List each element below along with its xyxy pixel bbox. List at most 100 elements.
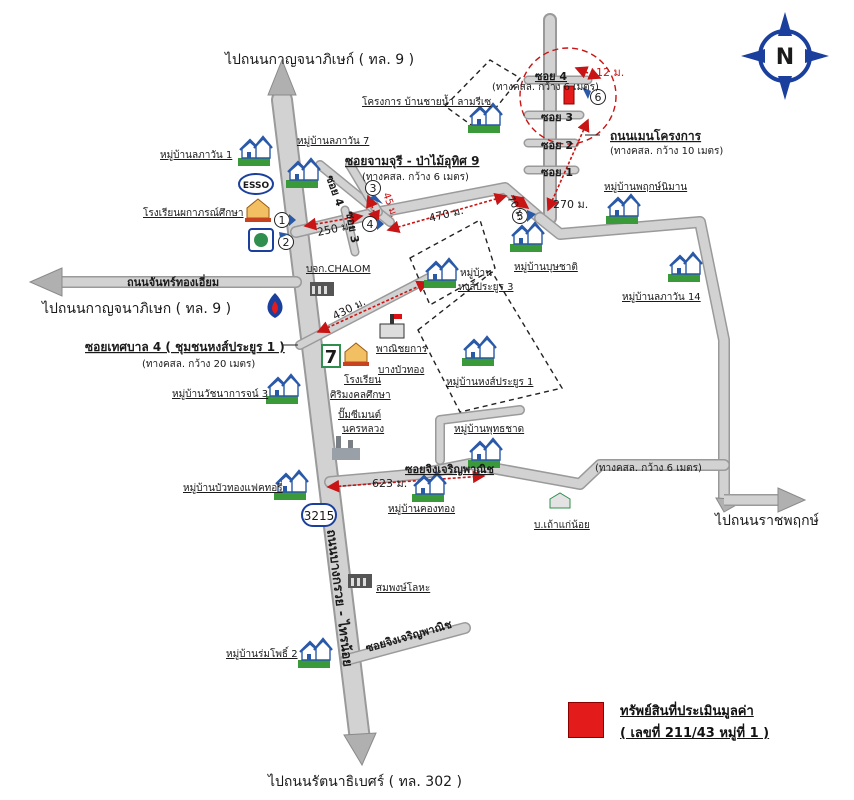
svg-text:ซอย 2: ซอย 2 (541, 139, 573, 152)
svg-text:หมู่บ้านลภาวัน 14: หมู่บ้านลภาวัน 14 (622, 291, 701, 303)
house-icon (296, 637, 334, 670)
house-icon (264, 373, 302, 406)
marker-1: 1 (274, 212, 296, 228)
svg-text:(ทางคสล. กว้าง 20 เมตร): (ทางคสล. กว้าง 20 เมตร) (142, 358, 255, 370)
svg-text:ซอย 3: ซอย 3 (541, 111, 573, 124)
factory-icon (310, 282, 334, 296)
marker-6: 6 (582, 87, 606, 105)
svg-text:3: 3 (370, 182, 377, 195)
legend: ทรัพย์สินที่ประเมินมูลค่า ( เลขที่ 211/4… (568, 700, 828, 750)
factory-icon (348, 574, 372, 588)
svg-text:7: 7 (325, 347, 338, 368)
left-arrow-label: ไปถนนกาญจนาภิเษก ( ทล. 9 ) (41, 300, 231, 317)
property-swatch (568, 702, 604, 738)
svg-text:ถนนจันทร์ทองเอี่ยม: ถนนจันทร์ทองเอี่ยม (127, 274, 219, 289)
numbered-markers: 1 2 3 4 5 6 (274, 87, 606, 250)
seven-eleven-icon: 7 (321, 344, 341, 368)
svg-text:2: 2 (283, 236, 290, 249)
svg-text:5: 5 (517, 210, 524, 223)
svg-text:บ.เถ้าแก่น้อย: บ.เถ้าแก่น้อย (534, 519, 590, 531)
svg-text:ถนนเมนโครงการ: ถนนเมนโครงการ (610, 128, 702, 143)
distance-lines (303, 66, 602, 493)
svg-text:ซอยเทศบาล 4 ( ชุมชนหงส์ประยูร: ซอยเทศบาล 4 ( ชุมชนหงส์ประยูร 1 ) (85, 340, 285, 355)
warehouse-icon (549, 492, 571, 509)
house-icon (666, 251, 704, 284)
svg-text:4: 4 (367, 218, 374, 231)
svg-text:(ทางคสล. กว้าง 6 เมตร): (ทางคสล. กว้าง 6 เมตร) (362, 171, 469, 183)
commerce-school-icon (379, 314, 405, 339)
bottom-arrow-label: ไปถนนรัตนาธิเบศร์ ( ทล. 302 ) (267, 773, 462, 790)
svg-text:ศิริมงคลศึกษา: ศิริมงคลศึกษา (330, 389, 391, 401)
svg-text:นครหลวง: นครหลวง (342, 424, 384, 435)
house-icon (460, 335, 498, 368)
top-arrow-head (267, 58, 297, 96)
svg-text:สมพงษ์โลหะ: สมพงษ์โลหะ (376, 581, 430, 594)
marker-3: 3 (365, 180, 383, 204)
svg-text:หงส์ประยูร 3: หงส์ประยูร 3 (458, 281, 513, 293)
route-shield: 3215 (301, 503, 337, 527)
direction-arrows (28, 58, 807, 767)
house-icon (422, 257, 460, 290)
school-icon (245, 198, 271, 222)
svg-text:12 ม.: 12 ม. (596, 66, 624, 79)
esso-icon: ESSO (238, 173, 274, 195)
house-icon (508, 221, 546, 254)
svg-text:บจก.CHALOM: บจก.CHALOM (306, 264, 371, 275)
svg-text:6: 6 (595, 91, 602, 104)
svg-text:หมู่บ้านบุษชาติ: หมู่บ้านบุษชาติ (514, 261, 578, 273)
svg-text:ซอย 4: ซอย 4 (535, 70, 567, 83)
landmark-icons: ESSO 7 (238, 173, 571, 588)
svg-text:ESSO: ESSO (243, 181, 270, 191)
svg-text:ปั๊มซีเมนต์: ปั๊มซีเมนต์ (338, 407, 381, 421)
road-network (54, 13, 730, 751)
hongprasert3-boundary (409, 218, 496, 306)
svg-text:ซอย 1: ซอย 1 (541, 166, 573, 179)
svg-text:1: 1 (279, 214, 286, 227)
cement-plant-icon (332, 436, 360, 460)
svg-text:โรงเรียนผกาภรณ์ศึกษา: โรงเรียนผกาภรณ์ศึกษา (143, 206, 244, 219)
school-icon (343, 342, 369, 366)
svg-text:หมู่บ้าน: หมู่บ้าน (460, 267, 492, 279)
marker-5: 5 (512, 208, 536, 224)
legend-detail: ( เลขที่ 211/43 หมู่ที่ 1 ) (620, 726, 770, 741)
north-label: N (776, 45, 794, 70)
svg-text:พาณิชยการ: พาณิชยการ (376, 344, 428, 355)
marker-4: 4 (362, 216, 384, 232)
svg-text:หมู่บ้านลภาวัน 7: หมู่บ้านลภาวัน 7 (297, 135, 369, 147)
svg-text:หมู่บ้านพุทธชาด: หมู่บ้านพุทธชาด (454, 423, 524, 435)
svg-text:623 ม.: 623 ม. (372, 477, 407, 490)
svg-text:หมู่บ้านบัวทองแฟคทอรี่: หมู่บ้านบัวทองแฟคทอรี่ (183, 480, 283, 494)
svg-text:หมู่บ้านลภาวัน 1: หมู่บ้านลภาวัน 1 (160, 149, 232, 161)
project-boundary (443, 59, 522, 131)
svg-text:270 ม.: 270 ม. (553, 198, 588, 211)
svg-text:3215: 3215 (304, 509, 335, 523)
house-icon (466, 102, 504, 135)
compass: N (741, 12, 829, 100)
legend-title: ทรัพย์สินที่ประเมินมูลค่า (620, 704, 754, 719)
left-arrow-head (28, 267, 63, 297)
right-arrow-label: ไปถนนราชพฤกษ์ (714, 512, 819, 529)
svg-text:(ทางคสล. กว้าง 10 เมตร): (ทางคสล. กว้าง 10 เมตร) (610, 145, 723, 157)
property-marker (563, 85, 575, 105)
ptt-icon (267, 293, 283, 318)
map-labels: ไปถนนกาญจนาภิเษก์ ( ทล. 9 ) ไปถนนกาญจนาภ… (41, 51, 819, 790)
svg-text:(ทางคสล. กว้าง 6 เมตร): (ทางคสล. กว้าง 6 เมตร) (595, 462, 702, 474)
hongprasert1-boundary (417, 270, 564, 413)
house-icon (604, 193, 642, 226)
svg-text:ซอย 3: ซอย 3 (343, 210, 361, 244)
fuel-station-icon (248, 228, 274, 252)
svg-text:หมู่บ้านหงส์ประยูร 1: หมู่บ้านหงส์ประยูร 1 (446, 376, 533, 388)
house-icon (236, 135, 274, 168)
top-arrow-label: ไปถนนกาญจนาภิเษก์ ( ทล. 9 ) (224, 51, 414, 68)
svg-text:หมู่บ้านวัชนาการจน์ 3: หมู่บ้านวัชนาการจน์ 3 (172, 388, 268, 400)
svg-text:บางบัวทอง: บางบัวทอง (378, 365, 424, 376)
svg-text:โครงการ บ้านชายน้ำ ลามรีเซ: โครงการ บ้านชายน้ำ ลามรีเซ (362, 94, 491, 108)
bottom-arrow-head (343, 732, 377, 767)
svg-text:ซอยจิงเจริญพาณิช: ซอยจิงเจริญพาณิช (405, 463, 494, 476)
svg-text:(ทางคสล. กว้าง 6 เมตร): (ทางคสล. กว้าง 6 เมตร) (492, 81, 599, 93)
marker-2: 2 (278, 232, 294, 250)
svg-text:หมู่บ้านคองทอง: หมู่บ้านคองทอง (388, 503, 455, 515)
svg-text:ซอยจามจุรี - ป่าไม้อุทิศ 9: ซอยจามจุรี - ป่าไม้อุทิศ 9 (345, 153, 479, 169)
svg-text:โรงเรียน: โรงเรียน (344, 373, 381, 386)
